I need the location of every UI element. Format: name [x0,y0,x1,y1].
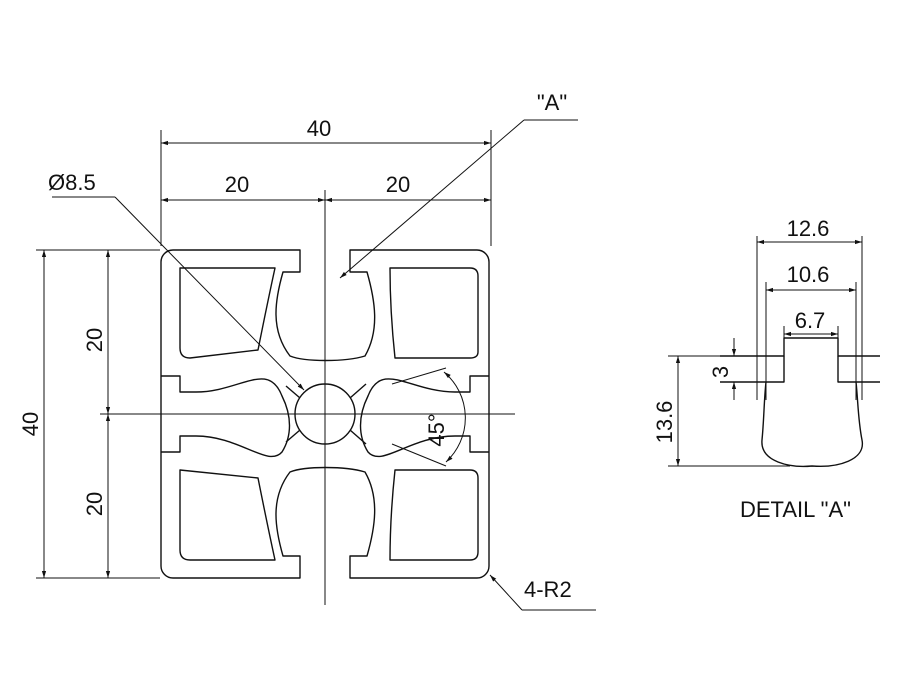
bore-notch-se [349,429,367,445]
bore-notch-ne [349,383,367,399]
detail-a-view: 12.6 10.6 6.7 3 13.6 DETAIL "A" [652,216,880,522]
cavity-bottom-left [179,469,276,561]
corner-radius-leader: 4-R2 [489,574,596,611]
dim-13-6: 13.6 [652,401,677,444]
dim-overall-height: 40 [18,412,43,436]
angle-annotation: 45° [391,367,466,467]
center-lines [100,190,515,605]
dim-half-bottom: 20 [82,492,107,516]
detail-title: DETAIL "A" [740,497,851,522]
cavity-top-left [179,267,276,359]
detail-a-leader: "A" [339,90,578,279]
slot-right [359,375,489,458]
dim-half-right: 20 [386,172,410,197]
bore-notch-nw [285,385,301,399]
detail-a-callout: "A" [537,90,567,115]
dim-3: 3 [708,366,733,378]
bore-leader: Ø8.5 [48,170,305,391]
bore-diameter-label: Ø8.5 [48,170,96,195]
dim-6-7: 6.7 [795,308,826,333]
profile-cross-section [160,249,490,579]
dim-half-top: 20 [82,328,107,352]
corner-radius-label: 4-R2 [524,577,572,602]
dim-12-6: 12.6 [787,216,830,241]
slot-left [161,375,291,458]
slot-profile [720,337,880,357]
slot-cavity [761,381,863,468]
cavity-top-right [389,267,479,359]
dim-overall-width: 40 [307,116,331,141]
top-dimensions: 40 20 20 [160,116,492,246]
bore-notch-sw [285,429,301,443]
cavity-bottom-right [389,469,479,561]
profile-outer-contour [160,249,490,579]
dim-10-6: 10.6 [787,262,830,287]
dim-half-left: 20 [225,172,249,197]
left-dimensions: 40 20 20 [18,249,160,579]
angle-label: 45° [424,413,449,446]
